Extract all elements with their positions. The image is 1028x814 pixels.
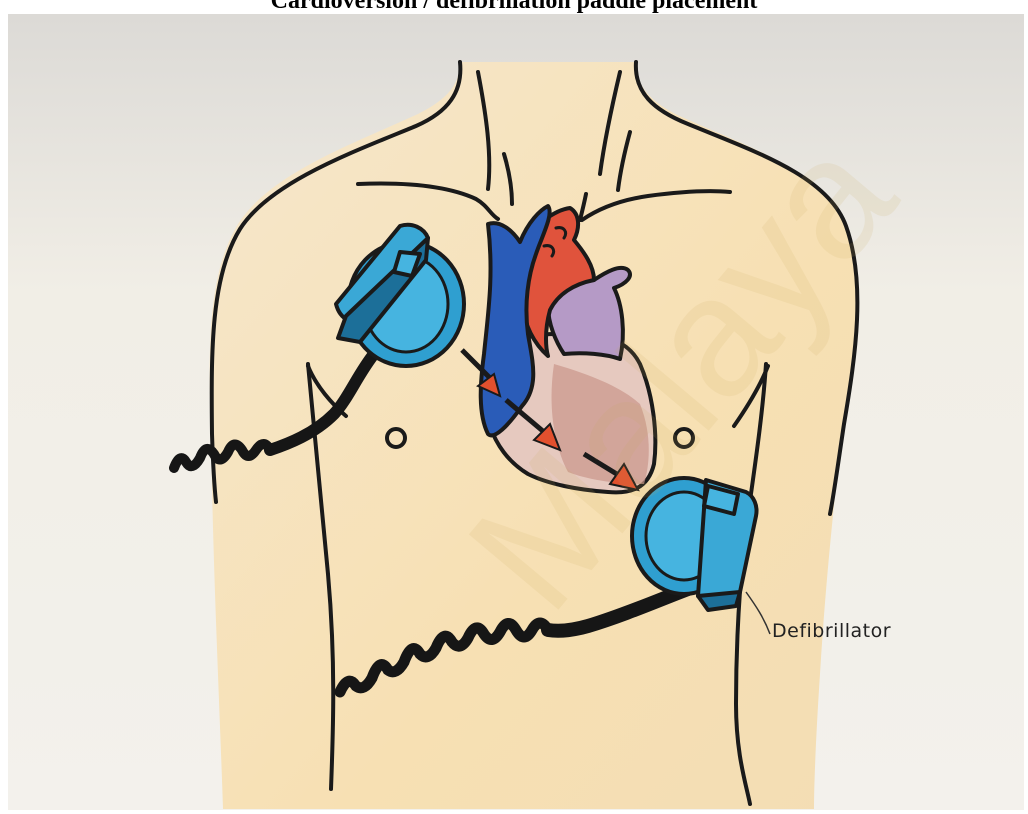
page-title: Cardioversion / defibrillation paddle pl… bbox=[0, 0, 1028, 14]
defibrillator-label: Defibrillator bbox=[772, 620, 891, 642]
chest-illustration bbox=[8, 14, 1024, 810]
page-title-text: Cardioversion / defibrillation paddle pl… bbox=[271, 0, 758, 14]
